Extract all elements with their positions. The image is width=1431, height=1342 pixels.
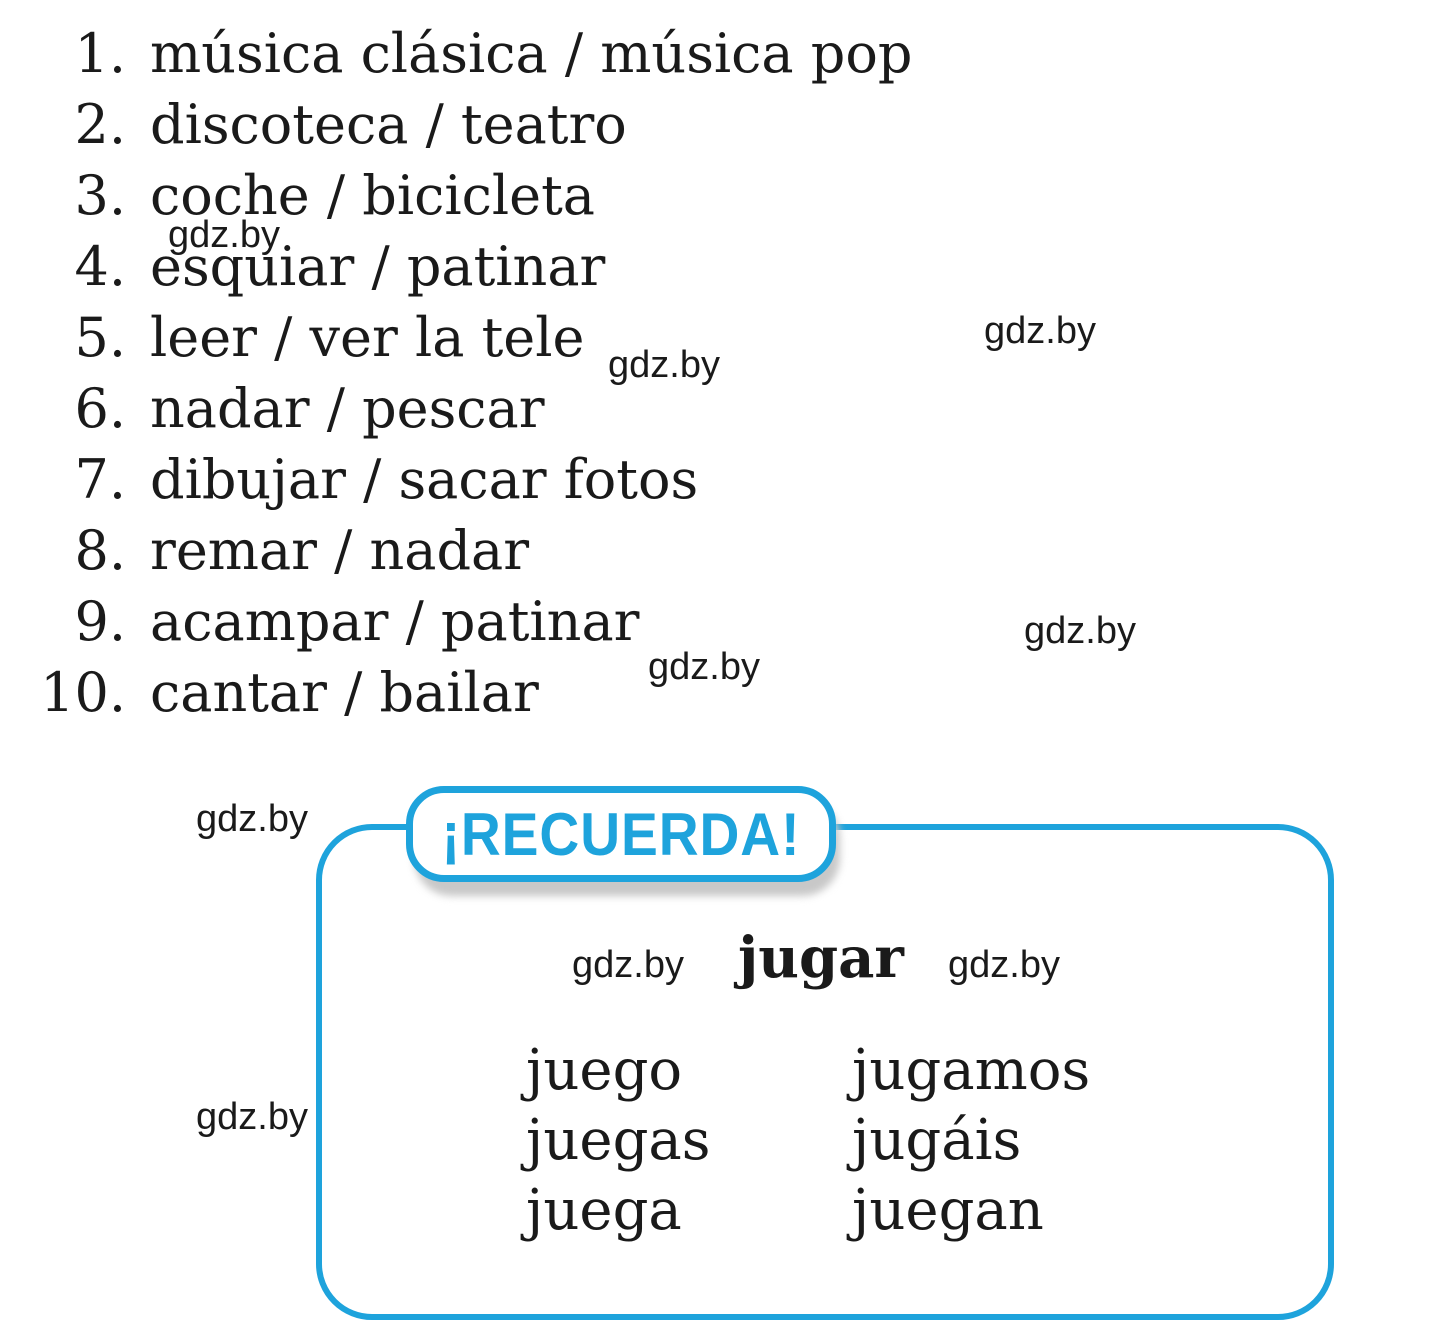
- item-text: leer / ver la tele: [150, 306, 585, 369]
- item-number: 1.: [74, 22, 126, 85]
- plural-forms: jugamos jugáis juegan: [852, 1036, 1090, 1246]
- conjugation-form: juegan: [852, 1178, 1044, 1243]
- item-text: nadar / pescar: [150, 377, 545, 440]
- item-text: coche / bicicleta: [150, 164, 595, 227]
- watermark: gdz.by: [168, 214, 280, 256]
- item-text: esquiar / patinar: [150, 235, 606, 298]
- watermark: gdz.by: [196, 1096, 308, 1138]
- recuerda-heading: ¡RECUERDA!: [441, 800, 801, 868]
- item-number: 4.: [74, 235, 126, 298]
- item-number: 8.: [74, 519, 126, 582]
- item-text: dibujar / sacar fotos: [150, 448, 699, 511]
- item-text: discoteca / teatro: [150, 93, 627, 156]
- watermark: gdz.by: [196, 798, 308, 840]
- item-text: remar / nadar: [150, 519, 530, 582]
- item-text: cantar / bailar: [150, 661, 539, 724]
- watermark: gdz.by: [608, 344, 720, 386]
- conjugation-form: juega: [526, 1178, 682, 1243]
- item-number: 3.: [74, 164, 126, 227]
- item-number: 5.: [74, 306, 126, 369]
- conjugation-form: juegas: [526, 1108, 711, 1173]
- item-text: música clásica / música pop: [150, 22, 913, 85]
- conjugation-form: juego: [526, 1038, 683, 1103]
- recuerda-box: [316, 824, 1334, 1320]
- item-number: 2.: [74, 93, 126, 156]
- item-number: 6.: [74, 377, 126, 440]
- item-number: 9.: [74, 590, 126, 653]
- watermark: gdz.by: [572, 944, 684, 986]
- watermark: gdz.by: [984, 310, 1096, 352]
- conjugation-form: jugáis: [852, 1108, 1022, 1173]
- conjugation-form: jugamos: [852, 1038, 1091, 1103]
- item-number: 7.: [74, 448, 126, 511]
- item-number: 10.: [40, 661, 126, 724]
- verb-infinitive: jugar: [738, 925, 904, 991]
- watermark: gdz.by: [948, 944, 1060, 986]
- singular-forms: juego juegas juega: [526, 1036, 711, 1246]
- recuerda-badge: ¡RECUERDA!: [406, 786, 836, 882]
- item-text: acampar / patinar: [150, 590, 640, 653]
- watermark: gdz.by: [1024, 610, 1136, 652]
- watermark: gdz.by: [648, 646, 760, 688]
